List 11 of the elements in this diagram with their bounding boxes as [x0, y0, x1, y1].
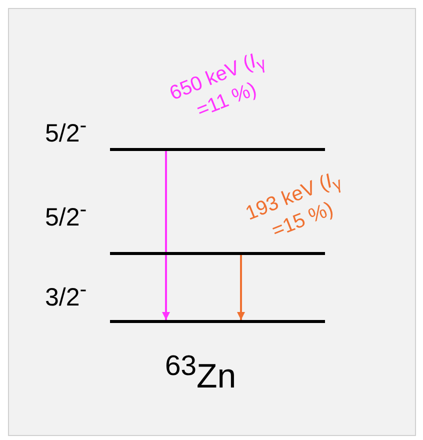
spin-parity-label: 3/2$^{-}$	[45, 278, 87, 312]
spin-parity-label: 5/2$^{-}$	[45, 114, 87, 148]
transition-label: 193 keV (I$_{γ}$ =15 %)	[242, 169, 346, 244]
transition-label: 650 keV (I$_{γ}$ =11 %)	[166, 49, 270, 124]
transition-arrow	[237, 255, 245, 320]
spin-parity-label: 5/2$^{-}$	[45, 198, 87, 232]
nuclide-label: $^{63}$Zn	[165, 350, 236, 396]
energy-level-line	[110, 320, 325, 323]
energy-level-line	[110, 252, 325, 255]
energy-level-line	[110, 148, 325, 151]
transition-arrow	[162, 151, 170, 320]
